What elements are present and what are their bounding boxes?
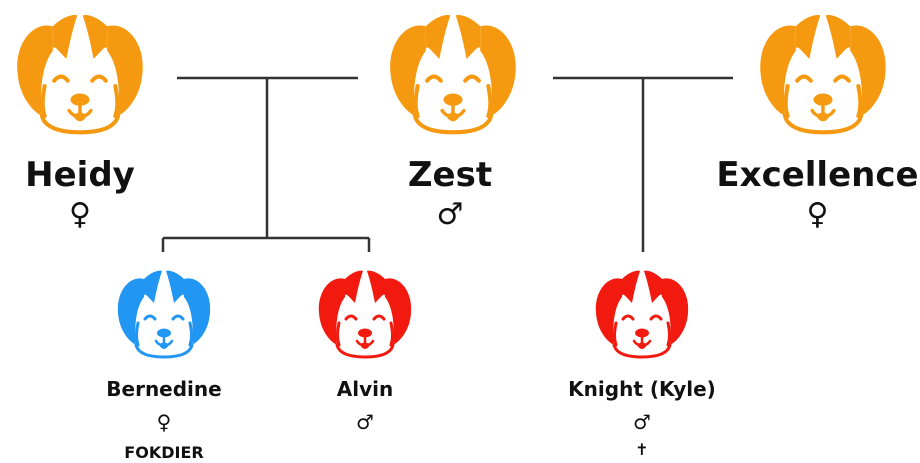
dog-face-icon <box>17 15 143 135</box>
dog-face-icon <box>595 270 689 359</box>
female-symbol: ♀ <box>156 410 172 434</box>
dog-face-icon <box>117 270 211 359</box>
offspring-name-alvin: Alvin <box>336 377 394 401</box>
dog-face-icon <box>760 15 886 135</box>
offspring-note-fokdier: FOKDIER <box>124 443 204 462</box>
deceased-cross-icon: ✝ <box>635 440 649 459</box>
male-symbol: ♂ <box>633 410 651 434</box>
parent-name-heidy: Heidy <box>25 155 135 195</box>
parent-name-excellence: Excellence <box>716 155 919 195</box>
offspring-name-bernedine: Bernedine <box>106 377 222 401</box>
male-symbol: ♂ <box>436 197 464 232</box>
female-symbol: ♀ <box>69 197 91 232</box>
dog-face-icon <box>318 270 412 359</box>
offspring-name-knight: Knight (Kyle) <box>568 377 716 401</box>
dog-face-icon <box>390 15 516 135</box>
male-symbol: ♂ <box>356 410 374 434</box>
female-symbol: ♀ <box>806 197 829 232</box>
parent-name-zest: Zest <box>407 155 493 195</box>
